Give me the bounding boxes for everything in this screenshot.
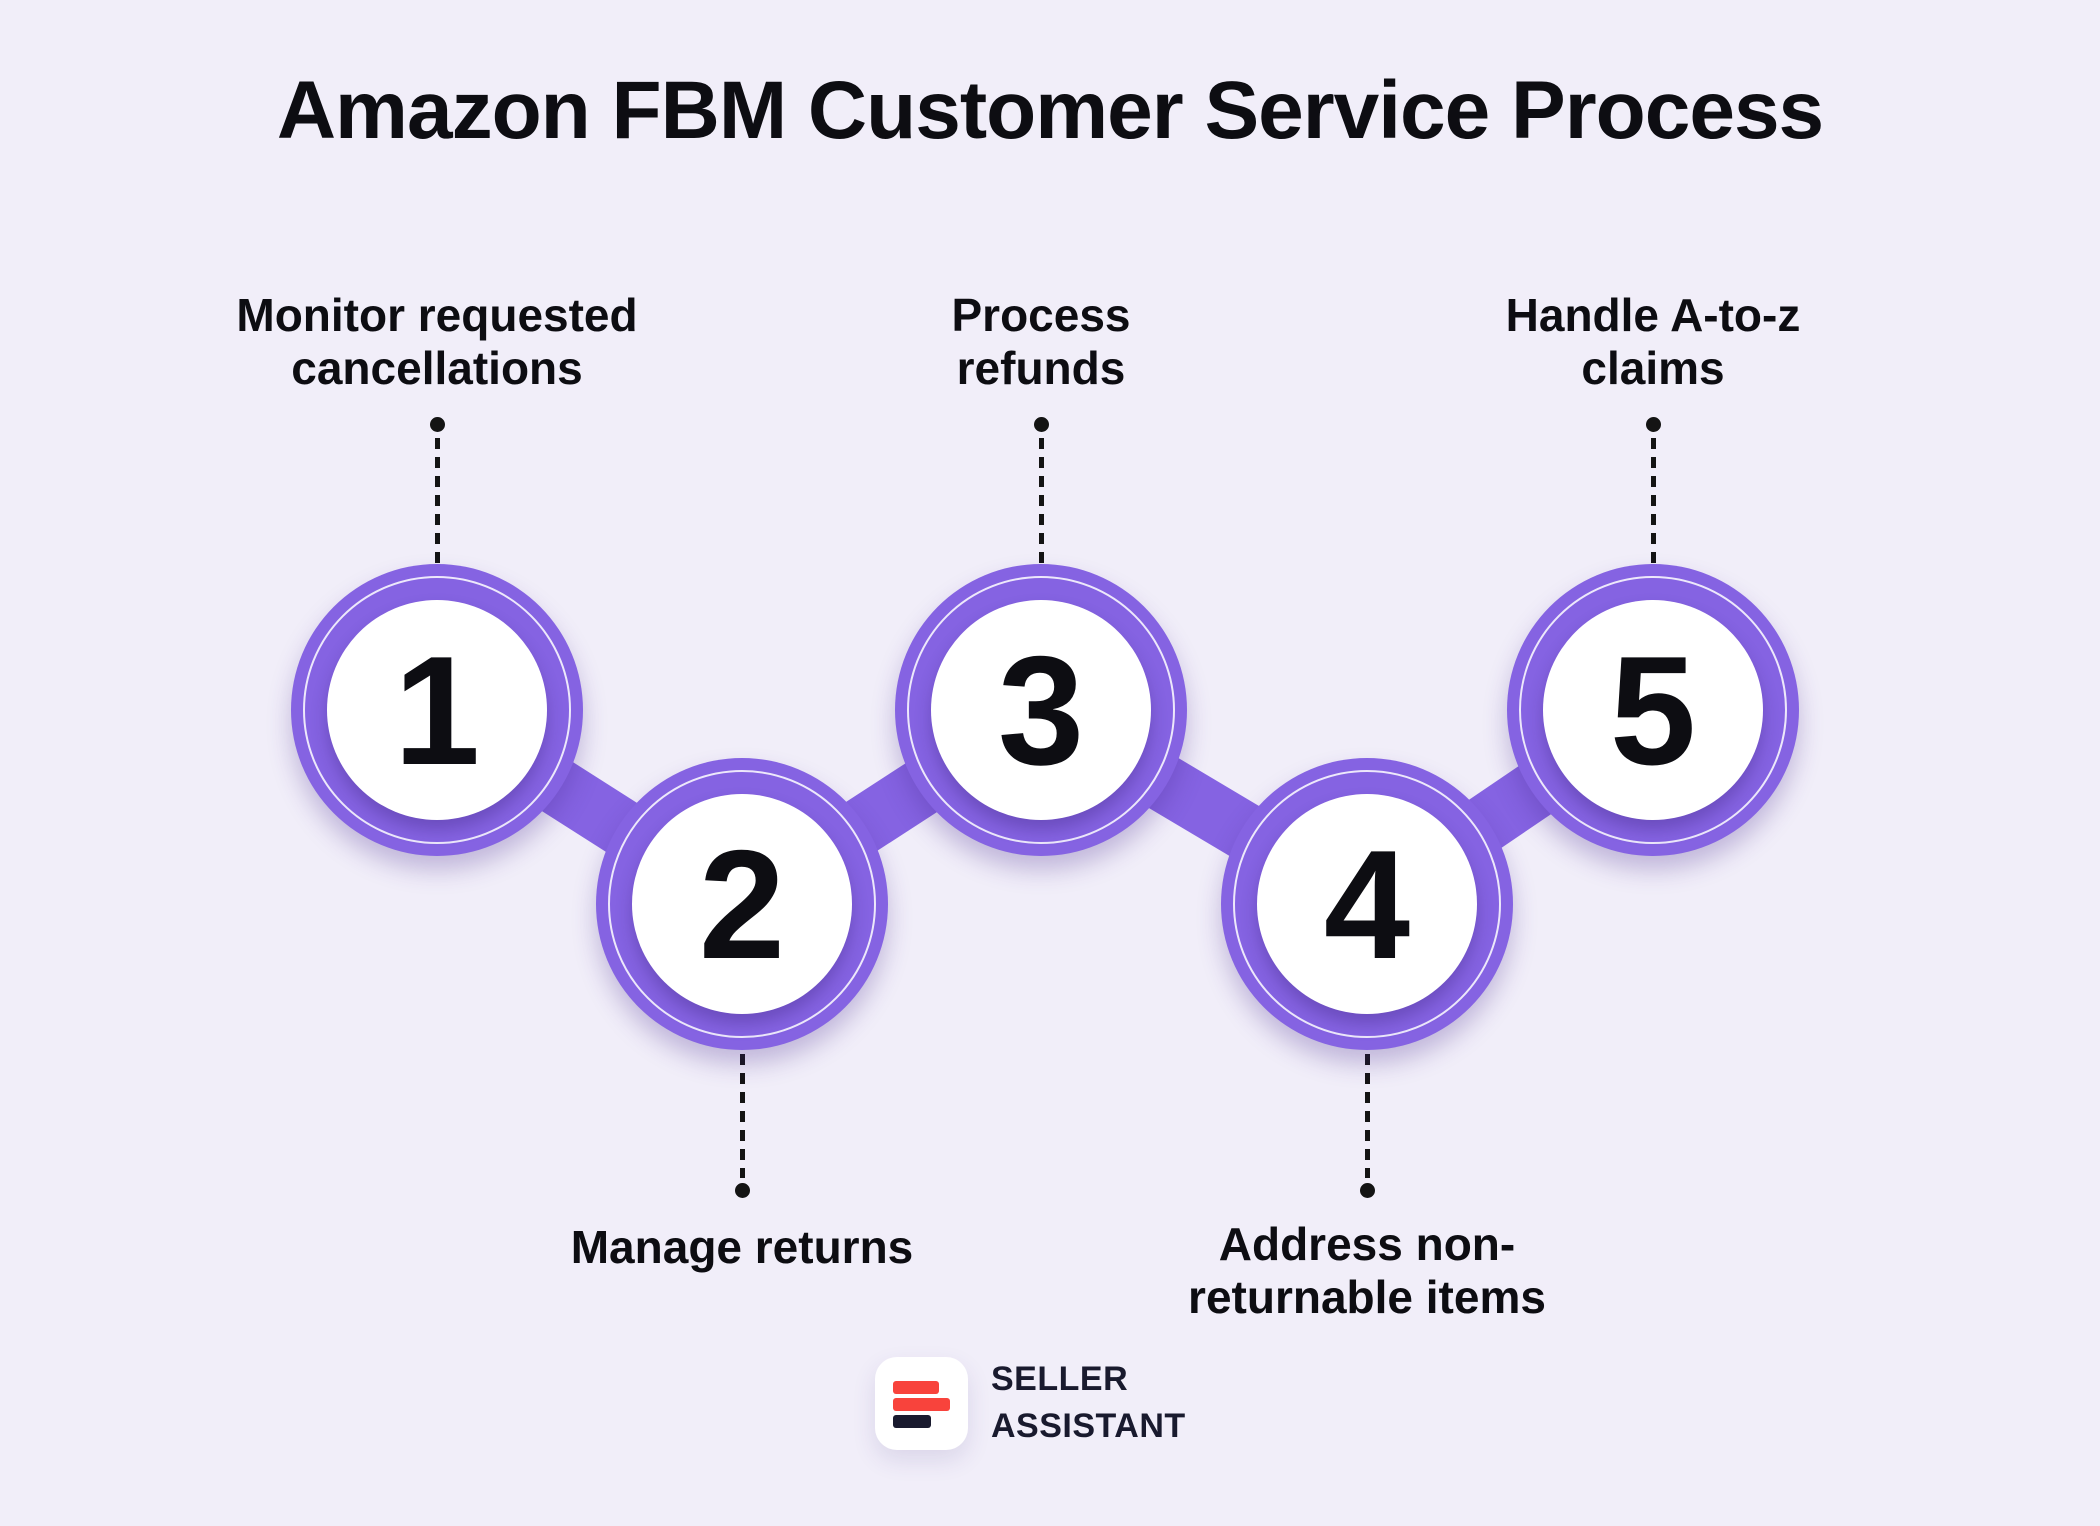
connector-dot [1360,1183,1375,1198]
step-5-label: Handle A-to-z claims [1505,289,1801,394]
connector-dashed-line [435,438,440,564]
step-5-number: 5 [1609,623,1697,797]
step-1-label: Monitor requested cancellations [236,289,638,394]
step-3-number: 3 [997,623,1085,797]
step-1-number: 1 [393,623,481,797]
logo-line-1: SELLER [991,1360,1129,1398]
step-3-inner-circle: 3 [931,600,1151,820]
step-2-circle: 2 [596,758,888,1050]
step-4-number: 4 [1323,817,1411,991]
step-4-circle: 4 [1221,758,1513,1050]
ring-accent-line [303,576,571,844]
ring-accent-line [1519,576,1787,844]
step-5-circle: 5 [1507,564,1799,856]
connector-dashed-line [740,1054,745,1178]
step-2-number: 2 [698,817,786,991]
step-1-inner-circle: 1 [327,600,547,820]
connector-dot [1034,417,1049,432]
step-3-circle: 3 [895,564,1187,856]
step-2-inner-circle: 2 [632,794,852,1014]
connector-dot [1646,417,1661,432]
seller-assistant-logo: SELLER ASSISTANT [875,1356,1186,1450]
page-title: Amazon FBM Customer Service Process [276,65,1824,156]
connector-dot [735,1183,750,1198]
step-4-inner-circle: 4 [1257,794,1477,1014]
step-3-label: Process refunds [951,289,1131,394]
three-bars-icon [875,1356,968,1450]
connector-dashed-line [1039,438,1044,564]
logo-wordmark: SELLER ASSISTANT [991,1356,1186,1450]
logo-bar-navy-bottom [893,1414,931,1428]
logo-bar-red-top [893,1380,939,1394]
connector-dot [430,417,445,432]
step-1-circle: 1 [291,564,583,856]
ring-accent-line [907,576,1175,844]
step-2-label: Manage returns [570,1221,914,1273]
logo-line-2: ASSISTANT [991,1407,1186,1445]
ring-accent-line [608,770,876,1038]
logo-bar-red-middle [893,1397,950,1411]
step-4-label: Address non- returnable items [1188,1218,1546,1323]
connector-dashed-line [1651,438,1656,564]
step-5-inner-circle: 5 [1543,600,1763,820]
connector-dashed-line [1365,1054,1370,1178]
ring-accent-line [1233,770,1501,1038]
